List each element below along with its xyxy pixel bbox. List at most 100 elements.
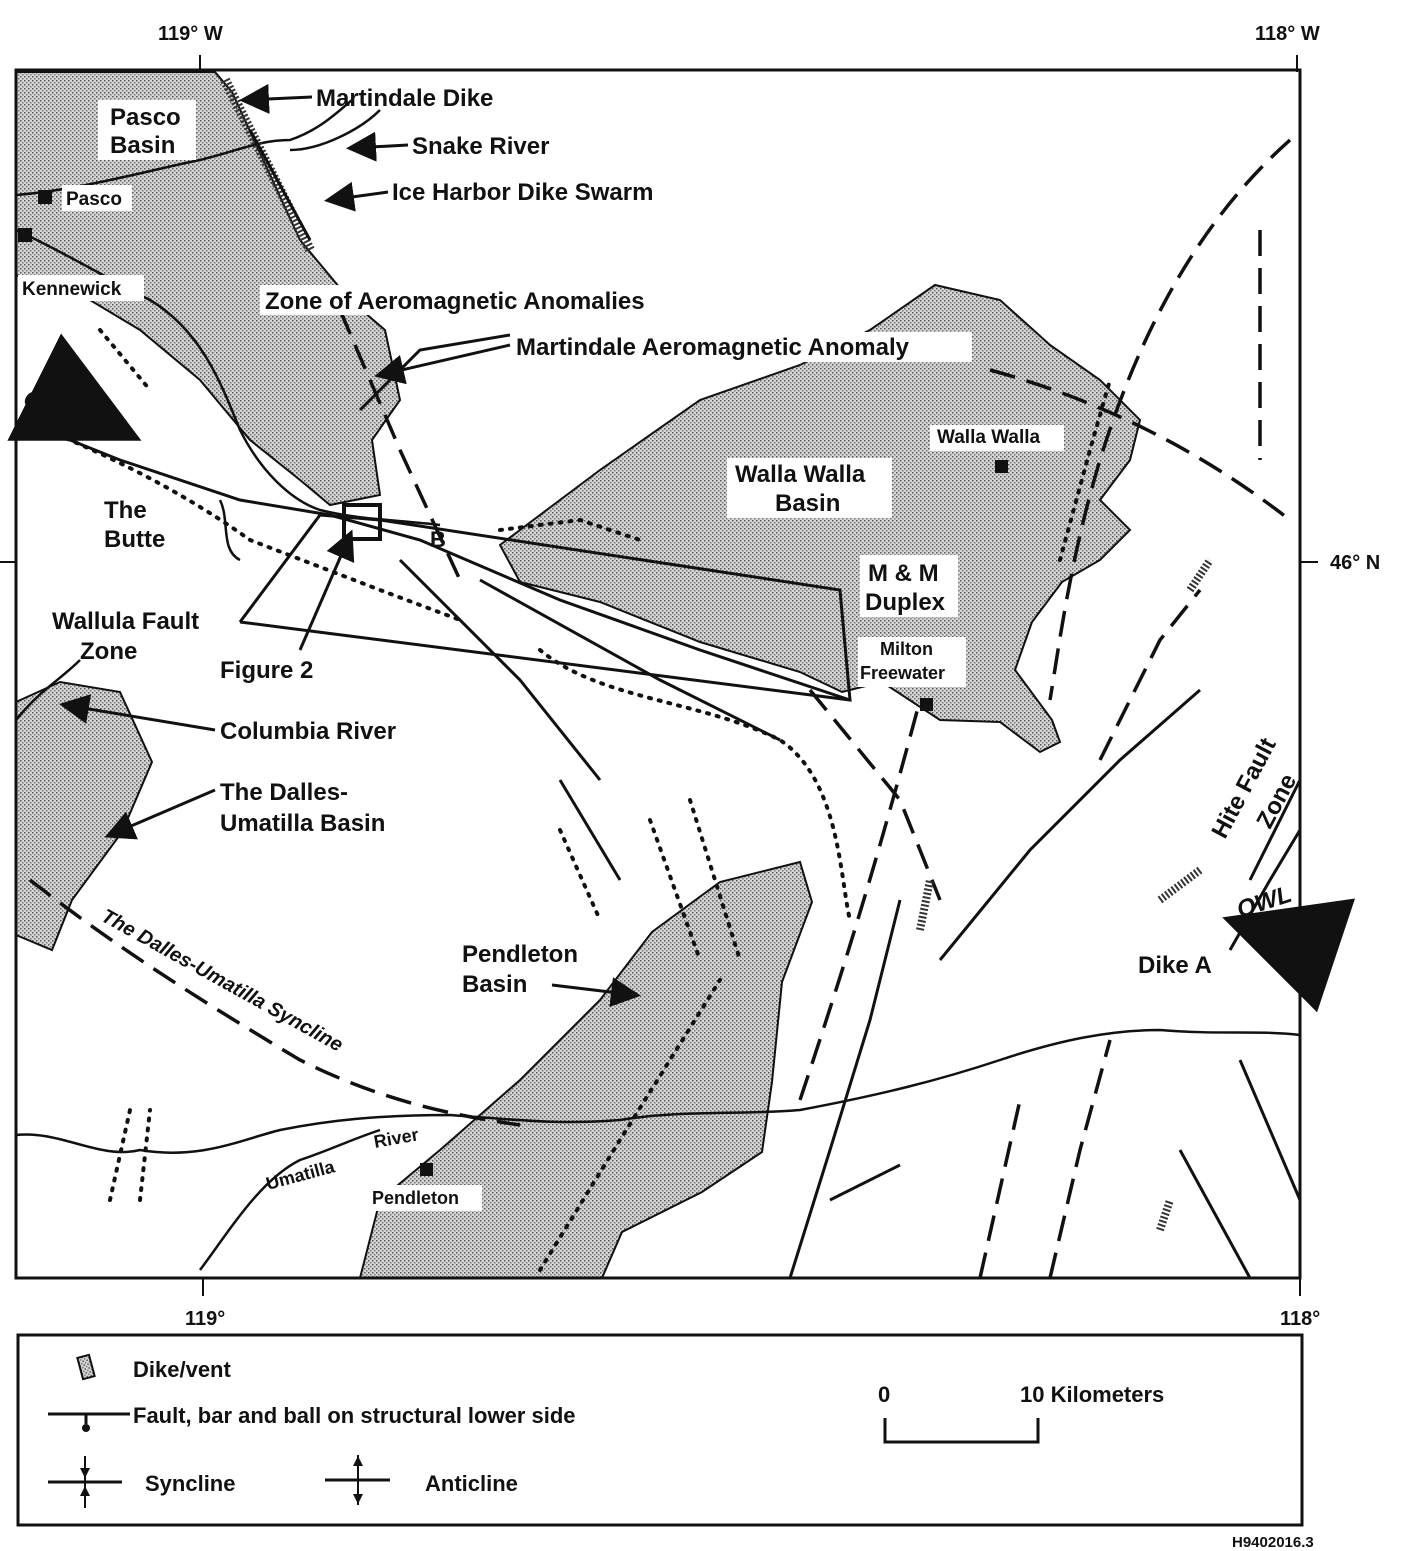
umatilla-river xyxy=(15,1028,1301,1154)
map-frame xyxy=(14,68,1302,1280)
legend-dike-vent: Dike/vent xyxy=(133,1357,231,1382)
dashed-faults xyxy=(28,138,1292,1279)
coord-46n: 46° N xyxy=(1330,552,1380,574)
pasco-city-icon xyxy=(38,190,52,204)
label-umatilla-river: Umatilla xyxy=(264,1156,338,1194)
label-martindale-anomaly: Martindale Aeromagnetic Anomaly xyxy=(516,334,910,361)
owl-east-arrow-icon xyxy=(1222,898,1356,1013)
coord-118: 118° xyxy=(1280,1308,1320,1330)
scale-bar xyxy=(883,1418,1040,1444)
walla-walla-basin-area xyxy=(498,283,1142,754)
fold-axis xyxy=(98,328,152,392)
faults xyxy=(19,333,1302,1279)
dashed-fault xyxy=(1048,138,1292,701)
label-the-butte-2: Butte xyxy=(104,526,165,553)
pendleton-basin-arrow-icon xyxy=(551,977,641,1008)
dike-icon xyxy=(1156,1198,1174,1232)
label-snake-river: Snake River xyxy=(412,133,549,160)
martindale-anomaly-arrow-icon xyxy=(374,343,511,385)
label-ice-harbor: Ice Harbor Dike Swarm xyxy=(392,179,653,206)
owl-west-arrow-icon xyxy=(7,333,142,441)
fault xyxy=(788,899,902,1279)
figure-2-box xyxy=(342,503,382,541)
figure-id: H9402016.3 xyxy=(1232,1534,1314,1551)
fault xyxy=(1238,1059,1302,1201)
label-pendleton: Pendleton xyxy=(372,1188,459,1208)
walla-walla-river xyxy=(218,499,241,562)
fault xyxy=(398,558,602,781)
label-owl-east: OWL xyxy=(1234,881,1296,924)
fold-axis xyxy=(538,978,722,1272)
label-dalles-basin-1: The Dalles- xyxy=(220,779,348,806)
figure-2-outline xyxy=(238,513,852,702)
label-the-butte-1: The xyxy=(104,497,147,524)
label-backgrounds xyxy=(18,100,1064,1211)
dashed-fault xyxy=(1098,588,1202,761)
fault xyxy=(558,779,622,881)
martindale-dike-arrow-icon xyxy=(239,83,313,114)
label-walla-walla-basin-1: Walla Walla xyxy=(735,461,866,488)
dalles-umatilla-basin-area xyxy=(15,680,154,952)
snake-river-arrow-icon xyxy=(346,131,409,162)
syncline-symbol-icon xyxy=(48,1456,122,1508)
fold-axis xyxy=(498,517,642,542)
legend-fault: Fault, bar and ball on structural lower … xyxy=(133,1403,576,1428)
label-pasco: Pasco xyxy=(66,189,122,210)
anticline-symbol-icon xyxy=(325,1455,390,1505)
coord-119w: 119° W xyxy=(158,23,223,45)
label-pasco-basin-1: Pasco xyxy=(110,104,181,131)
label-pasco-basin-2: Basin xyxy=(110,132,175,159)
pendleton-city-icon xyxy=(420,1163,433,1176)
fold-axis xyxy=(1058,378,1112,562)
label-dalles-basin-2: Umatilla Basin xyxy=(220,810,385,837)
label-dike-a: Dike A xyxy=(1138,952,1212,979)
fold-axis xyxy=(538,648,852,922)
martindale-anomaly-line xyxy=(358,333,511,412)
legend-syncline: Syncline xyxy=(145,1471,235,1496)
dikes xyxy=(220,77,1214,1232)
anticline-axis xyxy=(18,418,462,622)
dike-icon xyxy=(1186,557,1214,593)
columbia-river-lower xyxy=(15,659,81,721)
walla-walla-city-icon xyxy=(995,460,1008,473)
label-wallula-fault-1: Wallula Fault xyxy=(52,608,199,635)
label-zone-aeromagnetic: Zone of Aeromagnetic Anomalies xyxy=(265,288,645,315)
label-walla-walla-basin-2: Basin xyxy=(775,490,840,517)
label-b-marker: B xyxy=(430,527,446,552)
dalles-umatilla-syncline xyxy=(28,878,521,1127)
fold-axis xyxy=(558,828,602,922)
label-milton-freewater-2: Freewater xyxy=(860,663,945,683)
dashed-fault xyxy=(978,1099,1022,1279)
fold-axis xyxy=(688,798,742,962)
pendleton-basin-area xyxy=(358,860,814,1279)
label-kennewick: Kennewick xyxy=(22,279,122,300)
legend-anticline: Anticline xyxy=(425,1471,518,1496)
dike-icon xyxy=(916,879,934,931)
wallula-fault xyxy=(19,418,851,702)
label-dalles-syncline: The Dalles-Umatilla Syncline xyxy=(98,905,347,1056)
hite-fault xyxy=(1248,779,1302,881)
columbia-arrow-icon xyxy=(59,694,216,732)
label-umatilla-river-2: River xyxy=(372,1124,420,1152)
dike-vent-icon xyxy=(76,1353,96,1381)
fault xyxy=(479,578,781,742)
fault xyxy=(829,1163,901,1202)
label-figure-2: Figure 2 xyxy=(220,657,313,684)
label-wallula-fault-2: Zone xyxy=(80,638,137,665)
snake-river xyxy=(15,99,353,197)
legend: Dike/vent Fault, bar and ball on structu… xyxy=(48,1353,1164,1508)
dike-icon xyxy=(1157,866,1203,904)
dashed-fault xyxy=(1048,1039,1112,1279)
fault xyxy=(1178,1149,1252,1279)
dalles-basin-arrow-icon xyxy=(104,788,216,840)
dashed-fault xyxy=(338,309,462,581)
legend-box xyxy=(16,1333,1304,1527)
milton-freewater-city-icon xyxy=(920,698,933,711)
label-mm-duplex-2: Duplex xyxy=(865,589,946,616)
dashed-fault xyxy=(989,368,1292,522)
label-mm-duplex-1: M & M xyxy=(868,560,939,587)
label-martindale-dike: Martindale Dike xyxy=(316,85,493,112)
scale-ten-km: 10 Kilometers xyxy=(1020,1382,1164,1407)
fault-ball-icon xyxy=(82,1424,90,1432)
